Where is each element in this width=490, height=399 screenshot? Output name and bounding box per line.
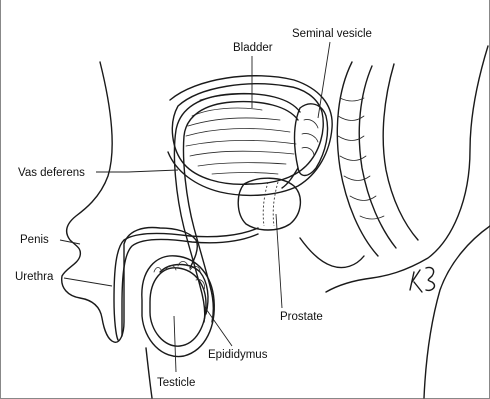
prostate-urethra-2 (273, 182, 278, 226)
rear-outline (326, 46, 488, 292)
label-seminal-vesicle: Seminal vesicle (292, 28, 372, 40)
leader-vas-deferens (96, 170, 178, 172)
leader-epididymus (204, 306, 232, 346)
prostate-urethra (263, 182, 268, 226)
rectum-folds (338, 98, 384, 219)
label-vas-deferens: Vas deferens (18, 167, 85, 179)
bladder-hatching (186, 94, 296, 174)
label-urethra: Urethra (15, 271, 54, 283)
ejaculatory-duct (282, 168, 298, 188)
rectum-back (383, 64, 418, 240)
body-outline (62, 62, 198, 398)
urethra-tube (114, 228, 258, 340)
label-epididymus: Epididymus (208, 349, 268, 361)
rectum-outer (337, 62, 378, 256)
leader-testicle (174, 316, 176, 372)
vas-deferens (174, 94, 300, 322)
label-testicle: Testicle (157, 377, 195, 389)
leader-urethra (64, 278, 112, 286)
thigh-outline (424, 226, 490, 398)
label-bladder: Bladder (233, 42, 273, 54)
label-prostate: Prostate (280, 311, 323, 323)
label-penis: Penis (20, 234, 49, 246)
artist-signature (410, 267, 434, 292)
pelvic-floor (300, 238, 364, 268)
scrotum (142, 256, 214, 357)
prostate (238, 178, 300, 230)
seminal-vesicle-texture (302, 119, 318, 156)
